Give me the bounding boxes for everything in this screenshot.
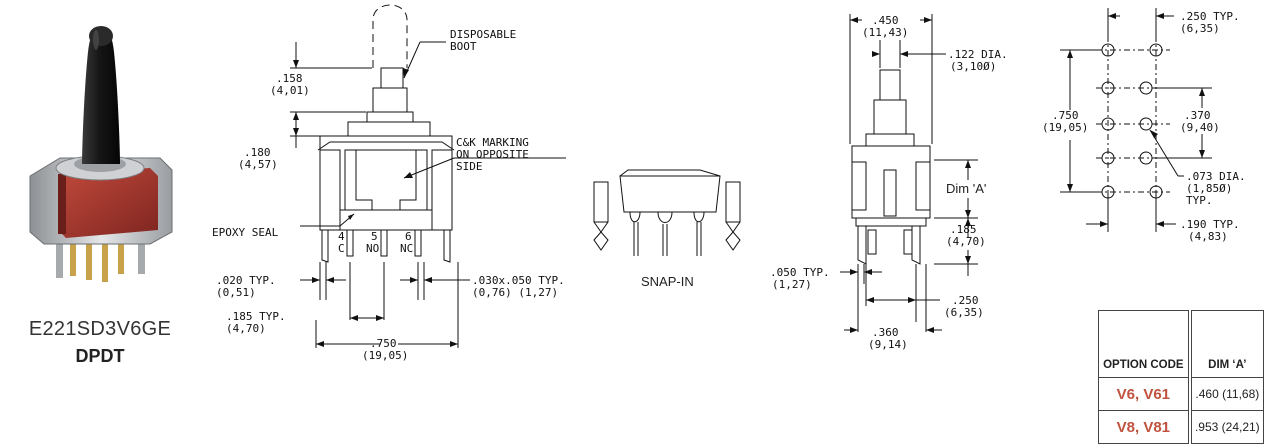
side-view-drawing: .450 (11,43) .122 DIA. (3,10Ø) Dim 'A' .… bbox=[770, 14, 1008, 351]
fp-dim-073-mm: (1,85Ø) bbox=[1186, 182, 1232, 195]
footprint-drawing: .250 TYP. (6,35) .750 (19,05) .370 (9,40… bbox=[1042, 8, 1246, 243]
pins bbox=[56, 222, 145, 282]
option-table: OPTION CODE DIM ‘A’ V6, V61 .460 (11,68)… bbox=[1097, 310, 1264, 444]
front-view-drawing: DISPOSABLE BOOT C&K MARKING ON OPPOSITE … bbox=[212, 4, 566, 362]
fp-dim-250-mm: (6,35) bbox=[1180, 22, 1220, 35]
table-header-row: OPTION CODE DIM ‘A’ bbox=[1097, 310, 1264, 378]
snap-in-label: SNAP-IN bbox=[641, 274, 694, 289]
fp-dim-370-in: .370 bbox=[1184, 109, 1211, 122]
dim-122-mm: (3,10Ø) bbox=[950, 60, 996, 73]
dim-050-in: .050 TYP. bbox=[770, 266, 830, 279]
dim-250-in: .250 bbox=[952, 294, 979, 307]
boot-outline bbox=[372, 4, 408, 68]
marking-label-1: C&K MARKING bbox=[456, 136, 529, 149]
terminal-4-name: C bbox=[338, 242, 345, 255]
dim-158-mm: (4,01) bbox=[270, 84, 310, 97]
terminal-6-num: 6 bbox=[405, 230, 412, 243]
boot-label-2: BOOT bbox=[450, 40, 477, 53]
boot bbox=[82, 28, 120, 164]
dim-180-mm: (4,57) bbox=[238, 158, 278, 171]
fp-dim-190-mm: (4,83) bbox=[1188, 230, 1228, 243]
fp-dim-750-in: .750 bbox=[1052, 109, 1079, 122]
dim-020-in: .020 TYP. bbox=[216, 274, 276, 287]
marking-label-3: SIDE bbox=[456, 160, 483, 173]
dim-a-cell: .460 (11,68) bbox=[1189, 377, 1264, 411]
marking-label-2: ON OPPOSITE bbox=[456, 148, 529, 161]
fp-dim-073-typ: TYP. bbox=[1186, 194, 1213, 207]
dim-450-in: .450 bbox=[872, 14, 899, 27]
fp-dim-190-in: .190 TYP. bbox=[1180, 218, 1240, 231]
fp-dim-073-in: .073 DIA. bbox=[1186, 170, 1246, 183]
header-dim-a: DIM ‘A’ bbox=[1189, 310, 1264, 378]
part-number: E221SD3V6GE bbox=[28, 318, 172, 340]
dim-185-in: .185 TYP. bbox=[226, 310, 286, 323]
dim-030-in: .030x.050 TYP. bbox=[472, 274, 565, 287]
product-photo bbox=[29, 26, 173, 282]
fp-dim-750-mm: (19,05) bbox=[1042, 121, 1088, 134]
dim-020-mm: (0,51) bbox=[216, 286, 256, 299]
side-dim-185-mm: (4,70) bbox=[946, 235, 986, 248]
table-row: V8, V81 .953 (24,21) bbox=[1097, 410, 1264, 444]
pole-type: DPDT bbox=[75, 346, 125, 366]
table-row: V6, V61 .460 (11,68) bbox=[1097, 377, 1264, 411]
dim-185-mm: (4,70) bbox=[226, 322, 266, 335]
terminal-4-num: 4 bbox=[338, 230, 345, 243]
dim-122-in: .122 DIA. bbox=[948, 48, 1008, 61]
boot-label-1: DISPOSABLE bbox=[450, 28, 516, 41]
dim-a-cell: .953 (24,21) bbox=[1189, 410, 1264, 444]
option-code-cell: V6, V61 bbox=[1097, 377, 1192, 411]
dim-750-in: .750 bbox=[370, 337, 397, 350]
dim-180-in: .180 bbox=[244, 146, 271, 159]
dim-158-in: .158 bbox=[276, 72, 303, 85]
dim-360-mm: (9,14) bbox=[868, 338, 908, 351]
dim-450-mm: (11,43) bbox=[862, 26, 908, 39]
dim-250-mm: (6,35) bbox=[944, 306, 984, 319]
header-option-code: OPTION CODE bbox=[1097, 310, 1192, 378]
dim-360-in: .360 bbox=[872, 326, 899, 339]
fp-dim-370-mm: (9,40) bbox=[1180, 121, 1220, 134]
side-dim-185-in: .185 bbox=[950, 223, 977, 236]
terminal-5-num: 5 bbox=[371, 230, 378, 243]
dim-a-label: Dim 'A' bbox=[946, 181, 986, 196]
option-code-cell: V8, V81 bbox=[1097, 410, 1192, 444]
terminal-5-name: NO bbox=[366, 242, 379, 255]
terminal-6-name: NC bbox=[400, 242, 413, 255]
epoxy-seal-label: EPOXY SEAL bbox=[212, 226, 279, 239]
dim-750-mm: (19,05) bbox=[362, 349, 408, 362]
red-housing bbox=[58, 168, 158, 238]
snap-in-drawing: SNAP-IN bbox=[593, 169, 741, 289]
dim-030-mm: (0,76) (1,27) bbox=[472, 286, 558, 299]
dim-050-mm: (1,27) bbox=[772, 278, 812, 291]
fp-dim-250-in: .250 TYP. bbox=[1180, 10, 1240, 23]
